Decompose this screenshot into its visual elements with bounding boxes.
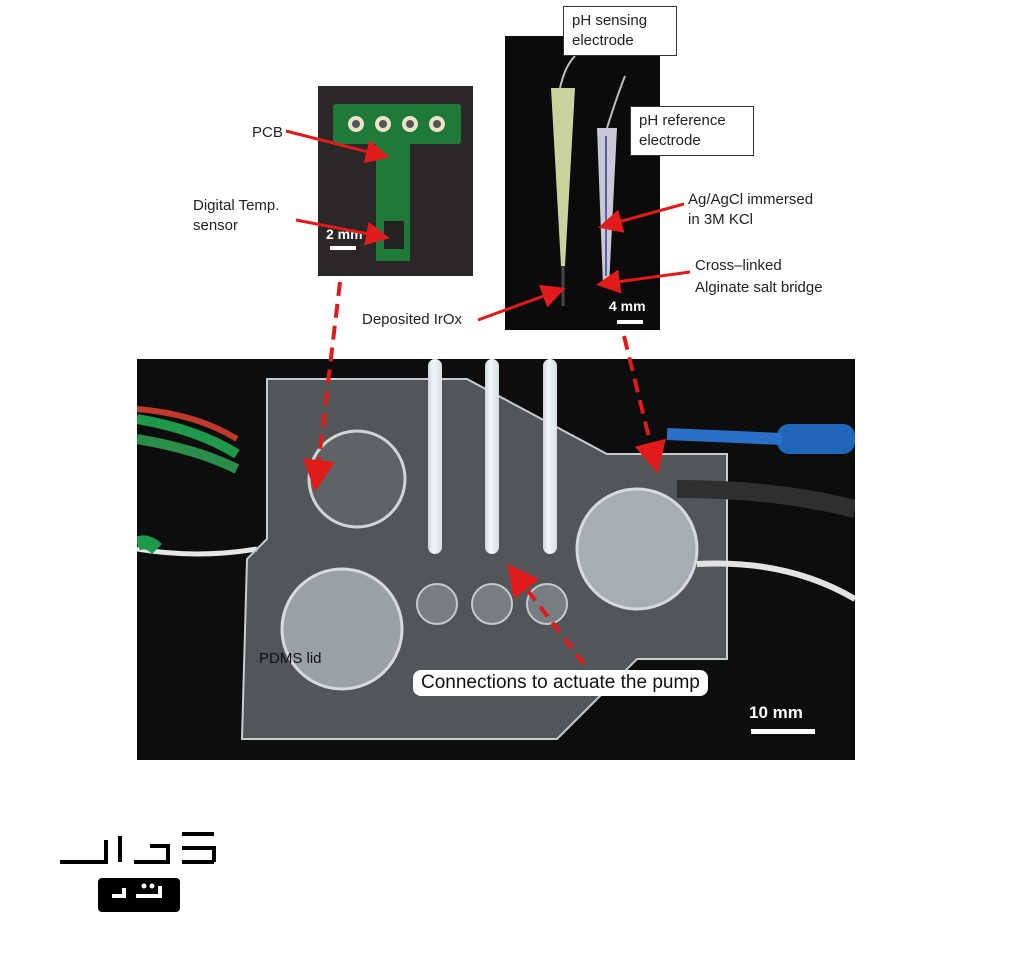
connections-label: Connections to actuate the pump <box>421 672 700 693</box>
salt-bridge-label-line2: Alginate salt bridge <box>695 279 823 296</box>
electrode-illustration <box>551 55 643 324</box>
temp-sensor-label-line1: Digital Temp. <box>193 197 280 214</box>
ph-reference-line1: pH reference <box>639 112 726 129</box>
watermark-logo <box>60 832 216 912</box>
pump-tube-3 <box>543 359 557 554</box>
electrode-photo: 4 mm <box>505 36 660 330</box>
ph-reference-line2: electrode <box>639 132 701 149</box>
pcb-scale-label: 2 mm <box>326 226 363 242</box>
device-photo: PDMS lid Connections to actuate the pump… <box>137 359 855 760</box>
ph-sensing-line1: pH sensing <box>572 12 648 29</box>
pcb-photo: 2 mm <box>318 86 473 276</box>
device-scale-label: 10 mm <box>749 703 803 722</box>
connections-label-box: Connections to actuate the pump <box>413 670 708 696</box>
pcb-label: PCB <box>252 124 283 141</box>
irox-label: Deposited IrOx <box>362 311 463 328</box>
pump-tube-2 <box>485 359 499 554</box>
pump-tube-1 <box>428 359 442 554</box>
agcl-label-line2: in 3M KCl <box>688 211 754 228</box>
ph-sensing-electrode-box: pH sensing electrode <box>563 6 677 56</box>
temp-sensor-label-line2: sensor <box>193 217 239 234</box>
electrode-scale-label: 4 mm <box>609 298 646 314</box>
pdms-lid-label: PDMS lid <box>259 650 322 667</box>
agcl-label-line1: Ag/AgCl immersed <box>688 191 814 208</box>
salt-bridge-label-line1: Cross–linked <box>695 257 782 274</box>
ph-sensing-line2: electrode <box>572 32 634 49</box>
pcb-illustration <box>330 104 461 261</box>
device-scale-bar <box>751 729 815 734</box>
ph-reference-electrode-box: pH reference electrode <box>630 106 754 156</box>
